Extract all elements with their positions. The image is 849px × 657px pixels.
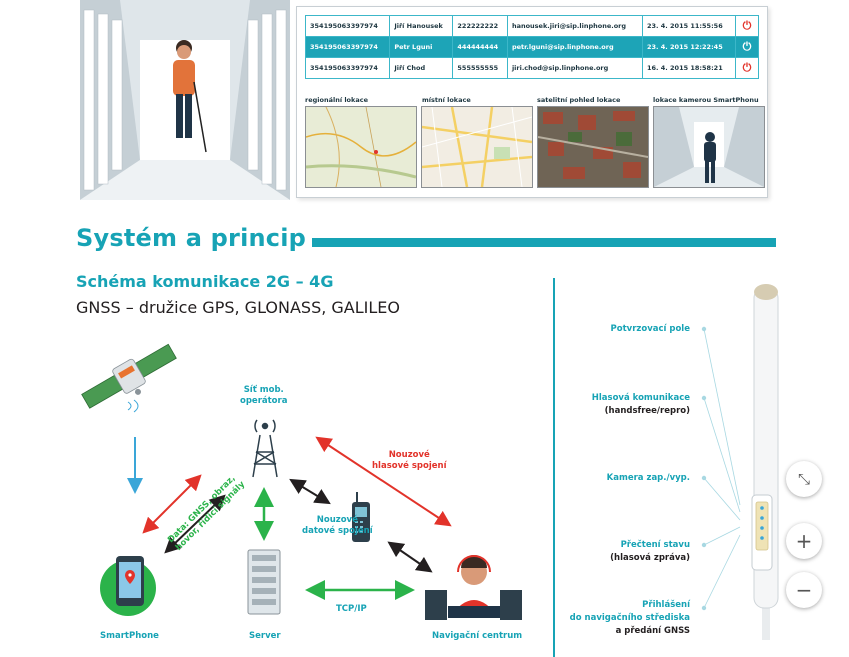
confirm-field-label: Potvrzovací pole	[610, 324, 690, 334]
collapse-view-button[interactable]: ⤡	[786, 461, 822, 497]
section-subtitle: Schéma komunikace 2G – 4G	[76, 272, 334, 291]
smartphone-label: SmartPhone	[100, 631, 159, 641]
phone-cell: 555555555	[452, 57, 508, 79]
local-map[interactable]	[421, 106, 533, 188]
mobile-phone-icon	[352, 492, 370, 542]
name-cell: Jiří Hanousek	[389, 15, 454, 37]
table-row[interactable]: 354195063397974 Petr Lguni 444444444 pet…	[304, 36, 759, 58]
email-cell: hanousek.jiri@sip.linphone.org	[506, 15, 644, 37]
imei-cell: 354195063397974	[304, 57, 391, 79]
server-label: Server	[249, 631, 281, 641]
table-row[interactable]: 354195063397974 Jiří Chod 555555555 jiri…	[304, 57, 759, 79]
cane-handle-icon	[751, 284, 779, 640]
smartphone-icon	[100, 556, 156, 616]
table-row[interactable]: 354195063397974 Jiří Hanousek 222222222 …	[304, 15, 759, 37]
users-table: 354195063397974 Jiří Hanousek 222222222 …	[304, 15, 759, 79]
name-cell: Jiří Chod	[389, 57, 454, 79]
cane-device-diagram	[701, 284, 779, 640]
phone-cell: 222222222	[452, 15, 508, 37]
camera-view[interactable]	[653, 106, 765, 188]
name-cell: Petr Lguni	[389, 36, 454, 58]
email-cell: jiri.chod@sip.linphone.org	[506, 57, 644, 79]
imei-cell: 354195063397974	[304, 15, 391, 37]
satellite-map[interactable]	[537, 106, 649, 188]
satellite-map-caption: satelitní pohled lokace	[537, 96, 621, 104]
cell-tower-icon	[252, 419, 278, 478]
email-cell: petr.lguni@sip.linphone.org	[506, 36, 644, 58]
nav-center-label: Navigační centrum	[432, 631, 523, 641]
camera-toggle-label: Kamera zap./vyp.	[606, 473, 690, 483]
datetime-cell: 23. 4. 2015 11:55:56	[642, 15, 736, 37]
power-icon[interactable]: ⏻	[735, 57, 759, 79]
imei-cell: 354195063397974	[304, 36, 391, 58]
local-map-caption: místní lokace	[422, 96, 471, 104]
operator-label: Síť mob.operátora	[240, 385, 288, 406]
status-readout-label: Přečtení stavu(hlasová zpráva)	[610, 540, 690, 563]
vertical-divider	[553, 278, 555, 657]
zoom-in-button[interactable]: +	[786, 523, 822, 559]
operator-icon	[425, 555, 522, 620]
datetime-cell: 23. 4. 2015 12:22:45	[642, 36, 736, 58]
tracking-panel: 354195063397974 Jiří Hanousek 222222222 …	[296, 6, 768, 198]
satellite-icon	[81, 343, 177, 409]
page-title: Systém a princip	[76, 224, 307, 252]
corridor-illustration	[80, 0, 290, 200]
tcpip-label: TCP/IP	[336, 604, 367, 614]
regional-map[interactable]	[305, 106, 417, 188]
title-underline-bar	[312, 238, 776, 247]
blind-person-figure	[173, 40, 207, 153]
phone-cell: 444444444	[452, 36, 508, 58]
voice-communication-label: Hlasová komunikace(handsfree/repro)	[591, 393, 690, 416]
datetime-cell: 16. 4. 2015 18:58:21	[642, 57, 736, 79]
server-icon	[247, 549, 281, 615]
camera-view-caption: lokace kamerou SmartPhonu	[653, 96, 759, 104]
power-icon[interactable]: ⏻	[735, 15, 759, 37]
communication-diagram	[81, 343, 522, 620]
gnss-heading: GNSS – družice GPS, GLONASS, GALILEO	[76, 298, 400, 317]
regional-map-caption: regionální lokace	[305, 96, 368, 104]
zoom-out-button[interactable]: −	[786, 572, 822, 608]
power-icon[interactable]: ⏻	[735, 36, 759, 58]
